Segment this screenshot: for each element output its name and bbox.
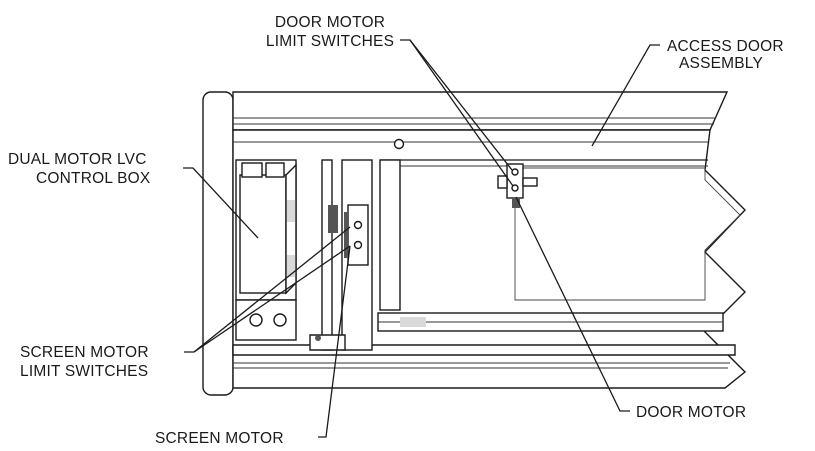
control-box [239,162,297,295]
end-cap [202,91,234,396]
label-screen-motor: SCREEN MOTOR [155,430,284,447]
mounting-plate [235,299,297,341]
label-access-door-assembly-line2: ASSEMBLY [679,55,763,72]
fastener [393,138,405,150]
label-dual-motor-lvc-line2: CONTROL BOX [36,170,151,187]
labels: DOOR MOTOR LIMIT SWITCHES ACCESS DOOR AS… [8,14,784,447]
label-access-door-assembly-line1: ACCESS DOOR [667,38,784,55]
label-door-motor-limit-switches-line1: DOOR MOTOR [275,14,385,31]
bottom-rail [232,344,736,356]
label-dual-motor-lvc-line1: DUAL MOTOR LVC [8,151,147,168]
label-screen-motor-limit-switches-line2: LIMIT SWITCHES [20,363,148,380]
screen-limit-switch-block [347,204,369,266]
label-screen-motor-limit-switches-line1: SCREEN MOTOR [20,344,149,361]
access-door-panel [514,167,741,301]
label-door-motor: DOOR MOTOR [636,404,746,421]
mechanism [235,159,538,351]
bracket [328,205,338,233]
door-limit-switch [497,163,538,208]
label-door-motor-limit-switches-line2: LIMIT SWITCHES [266,33,394,50]
leader-lines [183,39,660,438]
